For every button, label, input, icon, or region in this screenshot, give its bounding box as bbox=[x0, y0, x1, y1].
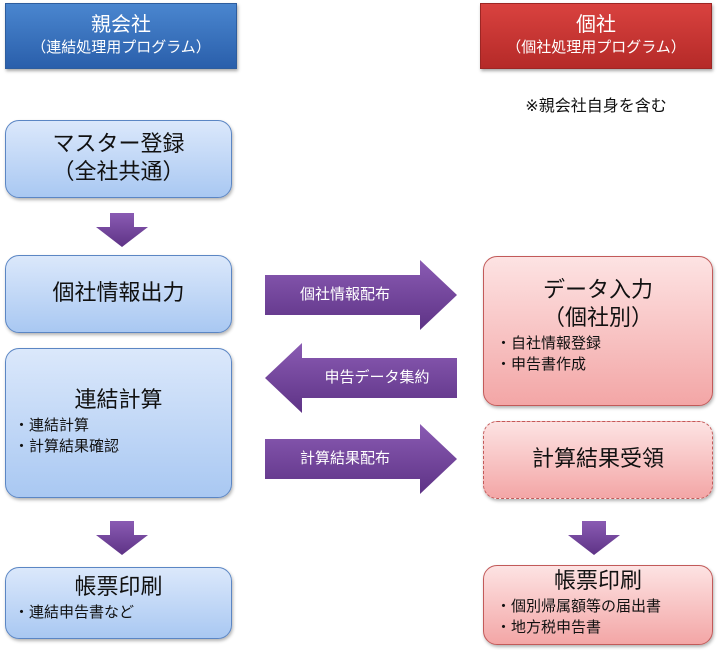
step-item: 連結申告書など bbox=[14, 602, 231, 623]
step-item: 計算結果確認 bbox=[14, 436, 231, 457]
step-title: マスター登録 bbox=[52, 132, 185, 157]
step-title: 帳票印刷 bbox=[553, 569, 642, 594]
step-master-registration: マスター登録 （全社共通） bbox=[5, 120, 232, 198]
step-item: 申告書作成 bbox=[496, 354, 712, 375]
subsidiary-header: 個社 （個社処理用プログラム） bbox=[480, 3, 712, 69]
step-data-entry: データ入力 （個社別） 自社情報登録 申告書作成 bbox=[483, 256, 713, 406]
step-consolidation-calc: 連結計算 連結計算 計算結果確認 bbox=[5, 348, 232, 498]
down-arrow-3 bbox=[568, 521, 620, 555]
subsidiary-header-title: 個社 bbox=[576, 12, 616, 36]
step-receive-results: 計算結果受領 bbox=[483, 421, 713, 499]
parent-header: 親会社 （連結処理用プログラム） bbox=[5, 3, 237, 69]
step-subtitle: （個社別） bbox=[542, 306, 653, 331]
step-item: 連結計算 bbox=[14, 415, 231, 436]
parent-header-title: 親会社 bbox=[91, 12, 151, 36]
flow-label: 計算結果配布 bbox=[299, 449, 390, 467]
step-title: 連結計算 bbox=[74, 388, 163, 413]
subsidiary-note: ※親会社自身を含む bbox=[525, 96, 667, 115]
step-subsidiary-info-output: 個社情報出力 bbox=[5, 255, 232, 333]
down-arrow-2 bbox=[96, 521, 148, 555]
flow-label: 個社情報配布 bbox=[299, 285, 390, 303]
step-item: 自社情報登録 bbox=[496, 333, 712, 354]
step-item: 地方税申告書 bbox=[496, 617, 712, 638]
step-print-forms-subsidiary: 帳票印刷 個別帰属額等の届出書 地方税申告書 bbox=[483, 565, 713, 645]
step-title: 計算結果受領 bbox=[531, 447, 664, 472]
flow-arrow-collect-data: 申告データ集約 bbox=[265, 343, 457, 413]
flow-label: 申告データ集約 bbox=[324, 368, 430, 386]
flow-arrow-distribute-info: 個社情報配布 bbox=[265, 260, 457, 330]
down-arrow-1 bbox=[96, 213, 148, 247]
step-subtitle: （全社共通） bbox=[52, 160, 185, 185]
step-title: データ入力 bbox=[542, 278, 653, 303]
step-item: 個別帰属額等の届出書 bbox=[496, 596, 712, 617]
step-print-forms-parent: 帳票印刷 連結申告書など bbox=[5, 567, 232, 639]
step-title: 帳票印刷 bbox=[74, 575, 163, 600]
step-title: 個社情報出力 bbox=[52, 281, 185, 306]
parent-header-subtitle: （連結処理用プログラム） bbox=[31, 38, 211, 56]
flow-arrow-distribute-results: 計算結果配布 bbox=[265, 424, 457, 494]
subsidiary-header-subtitle: （個社処理用プログラム） bbox=[506, 38, 686, 56]
